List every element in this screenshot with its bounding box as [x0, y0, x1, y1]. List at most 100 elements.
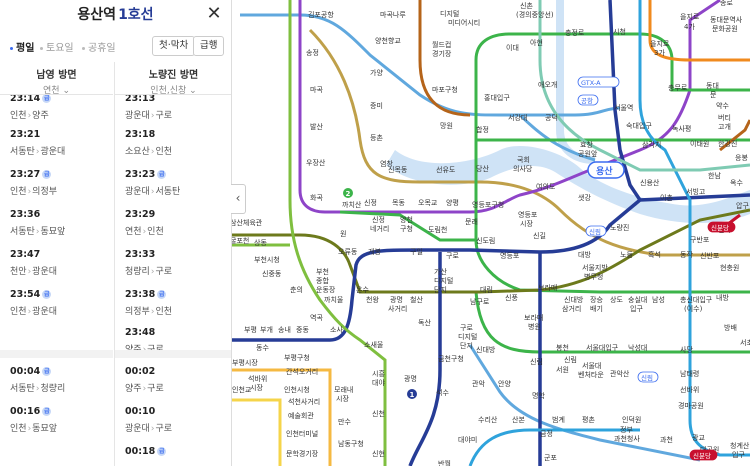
- station-label[interactable]: 병원: [528, 322, 541, 331]
- station-label[interactable]: 구로: [460, 324, 473, 332]
- station-label[interactable]: 신반포: [700, 251, 720, 260]
- station-label[interactable]: 상도: [610, 295, 623, 304]
- station-label[interactable]: 구로: [446, 252, 459, 260]
- station-label[interactable]: 녹사평: [672, 124, 691, 133]
- station-label[interactable]: 석수: [436, 388, 449, 397]
- station-label[interactable]: 응봉: [735, 154, 748, 162]
- station-label[interactable]: 석바위: [248, 374, 267, 383]
- station-label[interactable]: 영등포: [518, 210, 538, 219]
- station-label[interactable]: 염창: [380, 160, 393, 168]
- station-label[interactable]: 신풍: [505, 293, 518, 302]
- tab-weekday[interactable]: 평일: [10, 39, 34, 54]
- station-label[interactable]: 신대방: [564, 295, 584, 304]
- station-label[interactable]: 봉천: [556, 343, 569, 352]
- station-label[interactable]: 을지로: [680, 12, 700, 21]
- station-label[interactable]: 가산: [434, 267, 447, 276]
- station-label[interactable]: 광교: [692, 434, 705, 442]
- station-label[interactable]: 신대방: [476, 345, 496, 354]
- station-label[interactable]: 효창: [580, 141, 593, 149]
- station-label[interactable]: 대림: [480, 286, 493, 294]
- station-label[interactable]: 김포공항: [308, 10, 334, 19]
- station-label[interactable]: 정부: [620, 425, 633, 434]
- station-label[interactable]: 마곡나루: [380, 10, 406, 19]
- station-label[interactable]: 미디어시티: [448, 18, 480, 27]
- station-label[interactable]: 경기장: [432, 49, 452, 58]
- station-label[interactable]: 신천: [372, 409, 385, 418]
- station-label[interactable]: 군포: [544, 454, 557, 462]
- station-label[interactable]: 평촌: [582, 415, 595, 424]
- station-label[interactable]: 부평구청: [284, 353, 310, 362]
- station-label[interactable]: 마포구청: [432, 85, 458, 94]
- station-label[interactable]: 산본: [512, 415, 525, 424]
- collapse-panel-button[interactable]: ‹: [231, 184, 246, 214]
- station-label[interactable]: 반월: [438, 459, 451, 466]
- station-label[interactable]: 안양: [498, 379, 511, 388]
- station-label[interactable]: 부평: [244, 325, 257, 334]
- station-label[interactable]: 범계: [552, 415, 565, 424]
- station-label[interactable]: 사당: [680, 345, 693, 354]
- station-label[interactable]: 송내: [278, 325, 291, 334]
- station-label[interactable]: 신림: [530, 357, 543, 366]
- station-label[interactable]: 만수: [338, 417, 351, 426]
- station-label[interactable]: 신정: [372, 215, 385, 224]
- station-label[interactable]: 삼각지: [642, 140, 661, 149]
- current-station-marker[interactable]: 용산: [587, 161, 625, 179]
- station-label[interactable]: 광명: [404, 374, 417, 383]
- station-label[interactable]: 서강대: [508, 113, 527, 122]
- station-label[interactable]: 오류동: [338, 248, 358, 256]
- station-label[interactable]: 가양: [370, 68, 383, 77]
- station-label[interactable]: 동대: [706, 82, 719, 90]
- station-label[interactable]: 입구: [732, 451, 745, 459]
- station-label[interactable]: 숙대입구: [626, 122, 652, 130]
- station-label[interactable]: 낙성대: [628, 343, 647, 352]
- station-label[interactable]: 단지: [434, 285, 447, 294]
- station-label[interactable]: 흑석: [648, 250, 661, 259]
- station-label[interactable]: 이태원: [690, 139, 709, 148]
- station-label[interactable]: 신정: [364, 198, 377, 207]
- station-label[interactable]: 공덕: [545, 113, 558, 122]
- station-label[interactable]: 공원앞: [578, 149, 598, 158]
- station-label[interactable]: 목동: [392, 199, 405, 207]
- station-label[interactable]: 간석오거리: [286, 367, 318, 376]
- station-label[interactable]: 이대: [506, 43, 519, 52]
- station-label[interactable]: 천왕: [366, 295, 379, 304]
- station-label[interactable]: 동수: [256, 344, 269, 352]
- station-label[interactable]: 남성: [652, 295, 665, 304]
- station-label[interactable]: 개봉: [368, 247, 381, 256]
- station-label[interactable]: 남동구청: [338, 439, 364, 448]
- station-label[interactable]: 충정로: [565, 28, 585, 37]
- station-label[interactable]: 도림천: [428, 225, 447, 234]
- station-label[interactable]: 부천: [316, 267, 329, 276]
- station-label[interactable]: 구반포: [690, 235, 710, 244]
- station-label[interactable]: (이수): [684, 304, 703, 313]
- station-label[interactable]: 운동장: [316, 285, 336, 294]
- station-label[interactable]: 문래: [465, 217, 478, 226]
- station-label[interactable]: 석천사거리: [288, 397, 320, 406]
- station-label[interactable]: 원: [340, 229, 346, 238]
- station-label[interactable]: 선바위: [680, 385, 699, 394]
- station-label[interactable]: 화곡: [310, 194, 323, 202]
- station-label[interactable]: 인덕원: [622, 415, 641, 424]
- station-label[interactable]: 경마공원: [678, 401, 704, 410]
- station-label[interactable]: 선유도: [436, 165, 456, 174]
- station-label[interactable]: 디지털: [440, 9, 459, 18]
- station-label[interactable]: 대방: [578, 250, 591, 259]
- station-label[interactable]: 영등포: [500, 251, 520, 260]
- station-label[interactable]: 샛강: [578, 193, 591, 202]
- station-label[interactable]: 신용산: [640, 178, 660, 187]
- station-label[interactable]: 노량진: [610, 223, 629, 232]
- station-label[interactable]: 의사당: [513, 164, 533, 173]
- via-label[interactable]: 인천,신창 ⌄: [150, 86, 197, 96]
- station-label[interactable]: 압구: [736, 202, 749, 210]
- station-label[interactable]: 인천터미널: [286, 429, 318, 438]
- station-label[interactable]: 현충원: [720, 263, 739, 272]
- station-label[interactable]: 내방: [716, 293, 729, 302]
- station-label[interactable]: 버티: [718, 113, 731, 122]
- station-label[interactable]: 단지: [460, 341, 473, 350]
